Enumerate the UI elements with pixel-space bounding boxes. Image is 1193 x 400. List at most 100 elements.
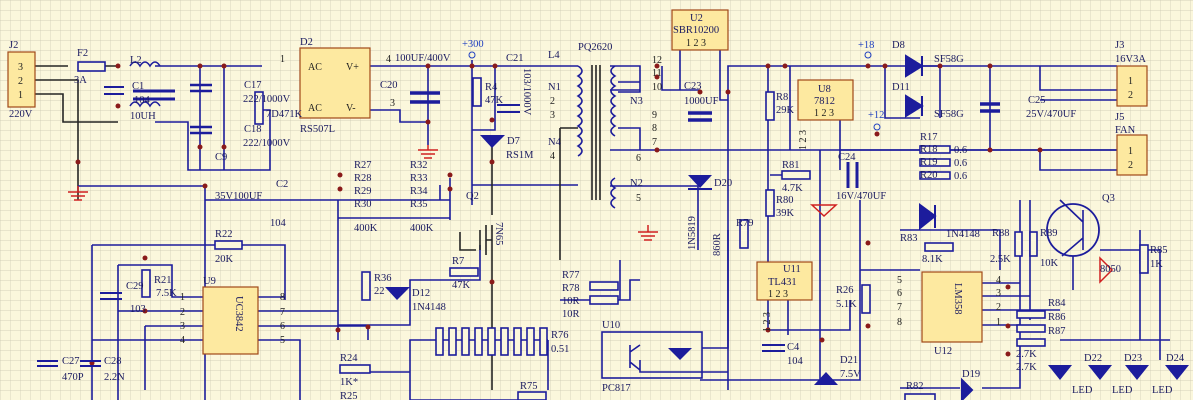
label-c25: C25 bbox=[1028, 95, 1046, 106]
resistor-r19 bbox=[919, 158, 951, 167]
resistor-r80 bbox=[765, 189, 775, 217]
label-r25: R25 bbox=[340, 391, 358, 400]
label-led-2: LED bbox=[1112, 385, 1133, 396]
resistor-r79 bbox=[739, 219, 749, 249]
capacitor-c4 bbox=[762, 344, 785, 352]
capacitor-c29 bbox=[100, 292, 122, 300]
label-j3: J3 bbox=[1115, 40, 1124, 51]
label-r22: R22 bbox=[215, 229, 233, 240]
resistor-r85 bbox=[1139, 244, 1149, 274]
label-r18: R18 bbox=[920, 144, 938, 155]
capacitor-c27-c28 bbox=[37, 360, 101, 367]
label-c9-value: 35V100UF bbox=[215, 191, 262, 202]
ground-symbols bbox=[68, 51, 881, 241]
pin: 7 bbox=[897, 302, 902, 313]
resistor-r77 bbox=[589, 281, 619, 291]
label-r85: R85 bbox=[1150, 245, 1168, 256]
label-c23-value: 1000UF bbox=[684, 96, 719, 107]
label-r20: R20 bbox=[920, 170, 938, 181]
label-r83: R83 bbox=[900, 233, 918, 244]
label-d12: D12 bbox=[412, 288, 430, 299]
label-r33: R33 bbox=[410, 173, 428, 184]
label-8050: 8050 bbox=[1100, 264, 1121, 275]
label-r27: R27 bbox=[354, 160, 372, 171]
label-r86-value: 2.7K bbox=[1016, 349, 1037, 360]
transformer-primary bbox=[576, 65, 583, 157]
label-n3: N3 bbox=[630, 96, 643, 107]
resistor-r86 bbox=[1016, 324, 1046, 333]
label-400k: 400K bbox=[354, 223, 378, 234]
label-c2-value: 104 bbox=[270, 218, 287, 229]
ground-symbol bbox=[810, 204, 838, 218]
pin: 12 bbox=[652, 55, 662, 66]
op-amp-u12 bbox=[921, 271, 983, 343]
resistor-r84 bbox=[1016, 310, 1046, 319]
resistor-r22 bbox=[214, 240, 243, 250]
label-l4: L4 bbox=[548, 50, 560, 61]
label-c27-value: 470P bbox=[62, 372, 84, 383]
label-sf58g-2: SF58G bbox=[934, 109, 964, 120]
pin: 1 bbox=[180, 292, 185, 303]
pin: 2 bbox=[18, 76, 23, 87]
mosfet-q2 bbox=[459, 225, 492, 255]
label-r79: R79 bbox=[736, 218, 754, 229]
label-r84: R84 bbox=[1048, 298, 1066, 309]
pin: AC bbox=[308, 103, 322, 114]
pin: 1 2 3 bbox=[814, 108, 834, 119]
label-d21: D21 bbox=[840, 355, 858, 366]
label-d2: D2 bbox=[300, 37, 313, 48]
capacitor-c1 bbox=[104, 86, 124, 95]
capacitor-c21 bbox=[497, 104, 520, 113]
capacitor-c23 bbox=[688, 111, 712, 122]
pin: 4 bbox=[996, 275, 1001, 286]
inductor-l2 bbox=[129, 61, 161, 108]
label-r30: R30 bbox=[354, 199, 372, 210]
diode-d7 bbox=[480, 135, 505, 148]
pwm-controller-u9 bbox=[202, 286, 259, 355]
label-d22: D22 bbox=[1084, 353, 1102, 364]
resistor-r18 bbox=[919, 145, 951, 154]
label-r26-value: 5.1K bbox=[836, 299, 857, 310]
pin: 4 bbox=[180, 335, 185, 346]
led-indicators bbox=[1048, 365, 1189, 380]
pin: 3 bbox=[996, 288, 1001, 299]
label-3a: 3A bbox=[74, 75, 87, 86]
label-r87: R87 bbox=[1048, 326, 1066, 337]
diode-d19 bbox=[961, 377, 974, 400]
label-j2: J2 bbox=[9, 40, 18, 51]
label-r20-value: 0.6 bbox=[954, 171, 967, 182]
label-c1: C1 bbox=[132, 81, 144, 92]
label-c2: C2 bbox=[276, 179, 288, 190]
label-led: LED bbox=[1072, 385, 1093, 396]
component-labels: J2 3 2 1 220V F2 3A L2 C1 104 10UH C17 2… bbox=[9, 13, 1185, 400]
label-r36: R36 bbox=[374, 273, 392, 284]
label-r17: R17 bbox=[920, 132, 938, 143]
label-r80: R80 bbox=[776, 195, 794, 206]
label-c24-value: 16V/470UF bbox=[836, 191, 886, 202]
pin: 4 bbox=[386, 54, 391, 65]
label-rs507l: RS507L bbox=[300, 124, 335, 135]
label-r76: R76 bbox=[551, 330, 569, 341]
capacitor-c24 bbox=[846, 162, 859, 188]
resistor-r82 bbox=[904, 393, 936, 400]
label-r26: R26 bbox=[836, 285, 854, 296]
label-r75: R75 bbox=[520, 381, 538, 392]
label-r79-value: 860R bbox=[712, 233, 723, 256]
label-r22-value: 20K bbox=[215, 254, 234, 265]
label-f2: F2 bbox=[77, 48, 88, 59]
label-r29: R29 bbox=[354, 186, 372, 197]
choke-core bbox=[133, 89, 175, 101]
label-d13-value: 1N4148 bbox=[946, 229, 980, 240]
pin: 2 bbox=[180, 307, 185, 318]
pin: 2 bbox=[550, 96, 555, 107]
transformer-secondary bbox=[610, 65, 617, 209]
label-u11: U11 bbox=[783, 264, 801, 275]
connector-j2 bbox=[7, 51, 36, 108]
pin: 6 bbox=[636, 153, 641, 164]
label-c18-value: 222/1000V bbox=[243, 138, 291, 149]
pin: 10 bbox=[652, 82, 662, 93]
label-c27: C27 bbox=[62, 356, 80, 367]
pin: 1 2 3 bbox=[686, 38, 706, 49]
label-r81-value: 4.7K bbox=[782, 183, 803, 194]
shunt-regulator-u11 bbox=[756, 261, 813, 301]
